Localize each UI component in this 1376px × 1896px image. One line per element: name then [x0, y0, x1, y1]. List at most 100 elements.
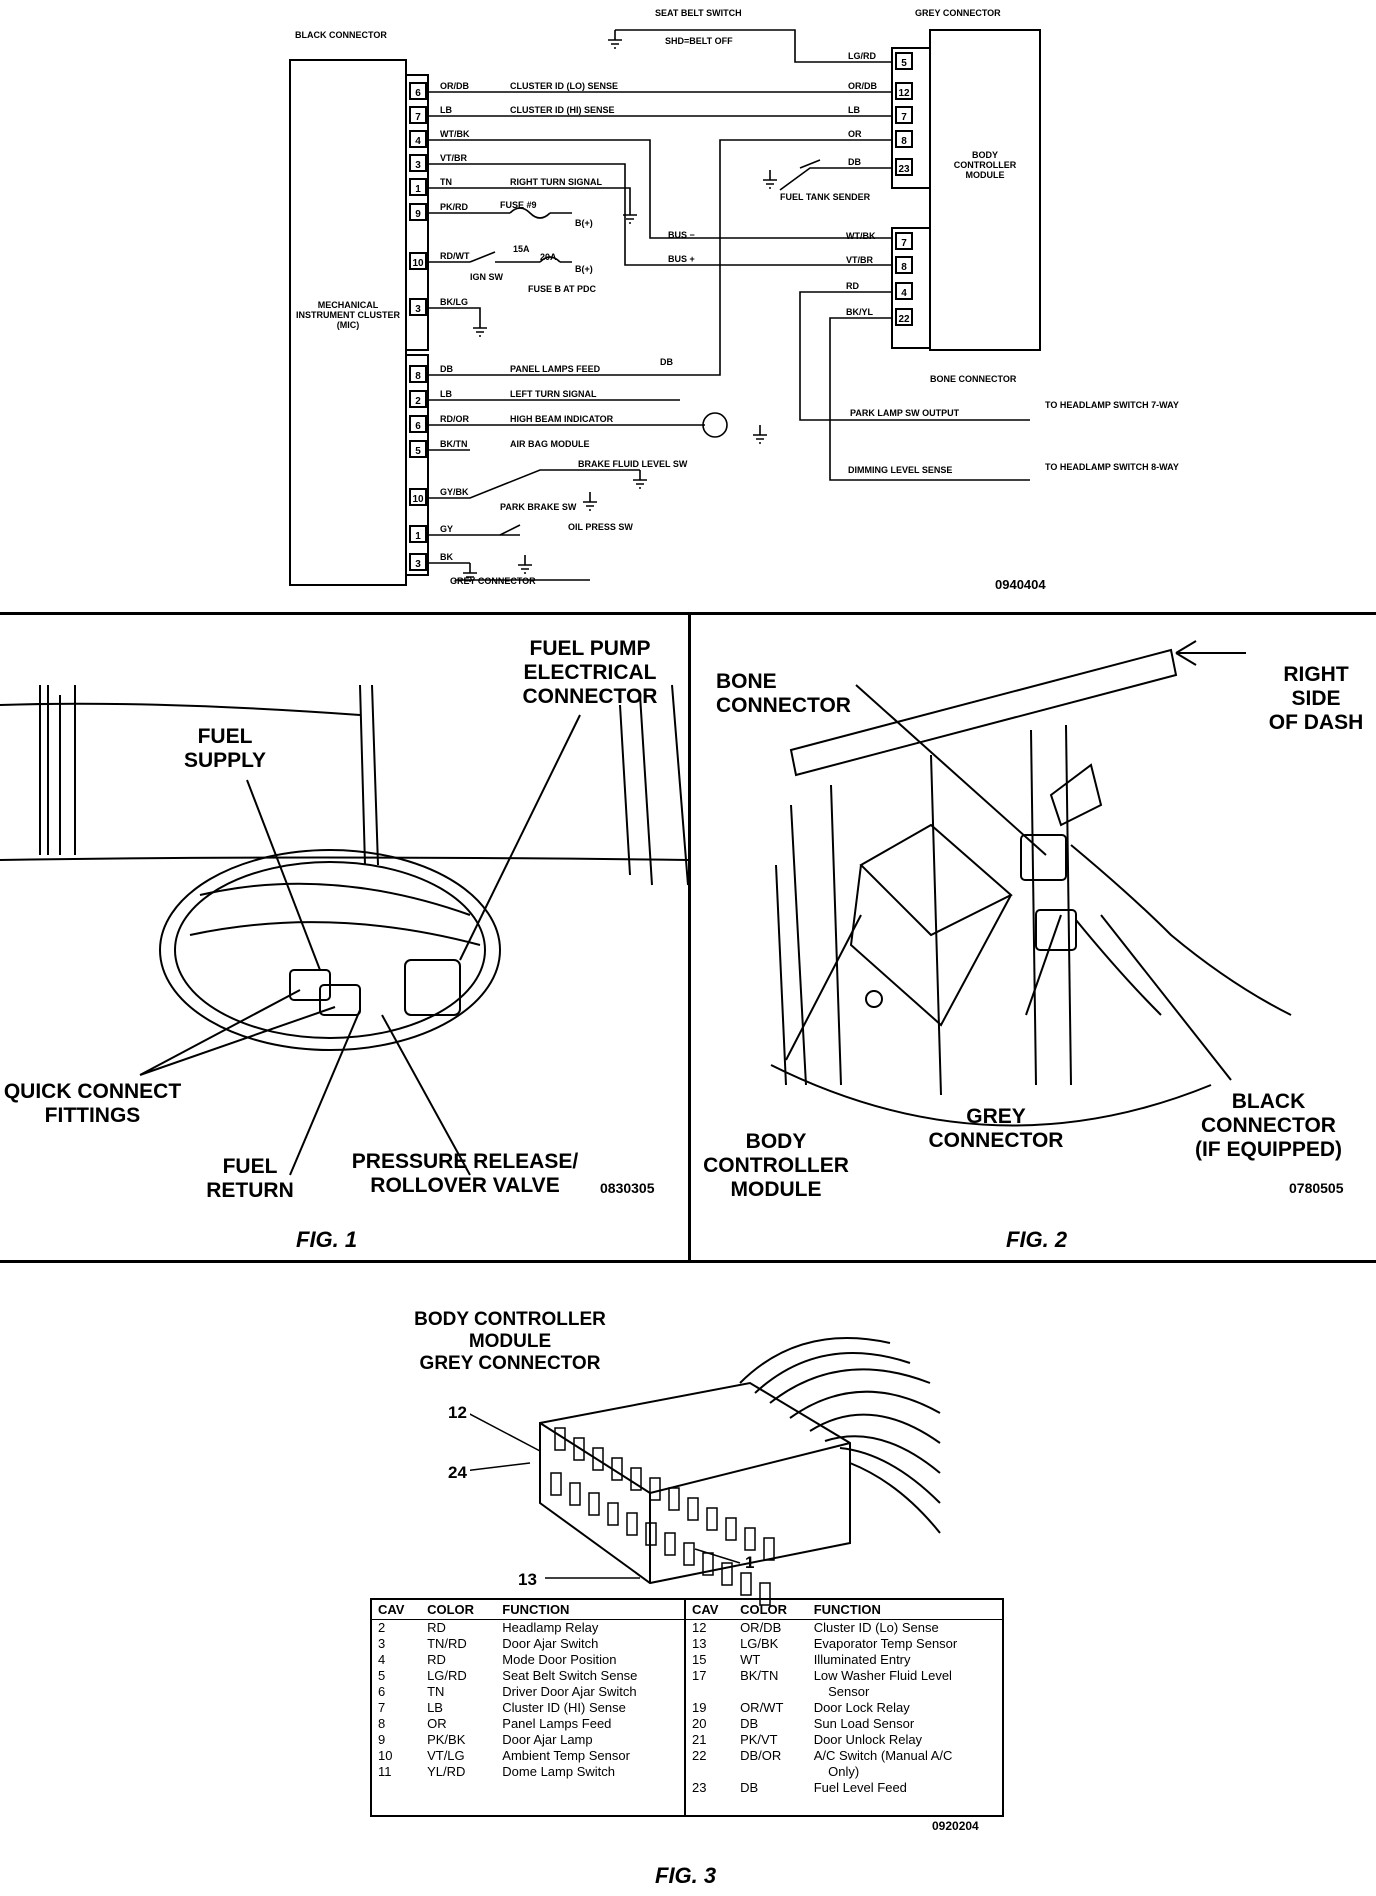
- wire: [428, 139, 892, 376]
- fig2-illustration: [770, 640, 1292, 1127]
- pin-number: 10: [412, 494, 424, 505]
- bus-plus-label: BUS +: [668, 254, 695, 264]
- pin-box: [895, 106, 913, 124]
- wire-color: BK/YL: [846, 307, 874, 317]
- wire-color: LB: [848, 105, 860, 115]
- fuse-b-amp-label: 20A: [540, 252, 557, 262]
- pin-number: 12: [898, 88, 910, 99]
- function-cell: Sun Load Sensor: [813, 1716, 915, 1731]
- wire-color: GY/BK: [440, 487, 469, 497]
- ground-symbol: [583, 492, 597, 511]
- bcm-box: [929, 29, 1041, 351]
- pin-number: 7: [901, 238, 907, 249]
- cavity-bottom: [569, 1482, 581, 1506]
- fig1-code: 0830305: [600, 1180, 655, 1196]
- fuel-return-label: FUEL RETURN: [206, 1155, 294, 1202]
- cavity-top: [725, 1517, 737, 1541]
- battery-plus-2: B(+): [575, 264, 593, 274]
- wire-color: WT/BK: [846, 231, 876, 241]
- cavity-top: [573, 1437, 585, 1461]
- quick-connect-label: QUICK CONNECT FITTINGS: [3, 1080, 182, 1127]
- pin-number: 8: [901, 136, 907, 147]
- pin-number: 6: [415, 421, 421, 432]
- grey-connector-bottom-label: GREY CONNECTOR: [450, 576, 536, 586]
- wire-desc: LEFT TURN SIGNAL: [510, 389, 597, 399]
- color-cell: YL/RD: [427, 1764, 466, 1779]
- cavity-top: [592, 1447, 604, 1471]
- pin-number: 6: [415, 88, 421, 99]
- function-cell: Ambient Temp Sensor: [502, 1748, 630, 1763]
- ign-sw-label: IGN SW: [470, 272, 504, 282]
- color-cell: RD: [427, 1620, 446, 1635]
- ground-symbol: [518, 555, 532, 574]
- cav-cell: 4: [378, 1652, 386, 1667]
- wire: [428, 187, 631, 205]
- bone-connector-label: BONE CONNECTOR: [930, 374, 1017, 384]
- divider-top: [0, 612, 1376, 615]
- function-cell: Seat Belt Switch Sense: [502, 1668, 638, 1683]
- pin-12-label: 12: [448, 1403, 467, 1422]
- pin-number: 4: [415, 136, 421, 147]
- wire-color: BK: [440, 552, 453, 562]
- pin-box: [895, 308, 913, 326]
- cavity-bottom: [721, 1562, 733, 1586]
- fig2: BONE CONNECTOR RIGHT SIDE OF DASH BODY C…: [691, 615, 1376, 1260]
- function-cell: Driver Door Ajar Switch: [502, 1684, 637, 1699]
- function-cell: Illuminated Entry: [813, 1652, 911, 1667]
- wire-color: LB: [440, 389, 452, 399]
- oil-switch-symbol: [499, 524, 521, 536]
- cav-cell: 17: [692, 1668, 707, 1683]
- ground-symbol: [608, 30, 622, 49]
- pin-number: 5: [901, 58, 907, 69]
- wire-color: PK/RD: [440, 202, 469, 212]
- pin-box: [409, 488, 427, 506]
- pin-number: 1: [415, 184, 421, 195]
- wire-desc: RIGHT TURN SIGNAL: [510, 177, 602, 187]
- wire-color: LB: [440, 105, 452, 115]
- schematic-code: 0940404: [995, 577, 1046, 592]
- pin-number: 1: [415, 531, 421, 542]
- to-headlamp-8-label: TO HEADLAMP SWITCH 8-WAY: [1045, 462, 1179, 472]
- cav-cell: 13: [692, 1636, 707, 1651]
- pin-box: [409, 298, 427, 316]
- black-connector-label: BLACK CONNECTOR: [295, 30, 387, 40]
- wire: [829, 317, 1030, 481]
- cavity-top: [649, 1477, 661, 1501]
- cav-cell: 3: [378, 1636, 386, 1651]
- divider-bottom: [0, 1260, 1376, 1263]
- pin-number: 8: [415, 371, 421, 382]
- wire-desc: CLUSTER ID (HI) SENSE: [510, 105, 615, 115]
- color-cell: PK/BK: [427, 1732, 466, 1747]
- color-cell: DB: [740, 1716, 759, 1731]
- wire-desc: HIGH BEAM INDICATOR: [510, 414, 614, 424]
- fig1-illustration: [0, 684, 689, 1176]
- header-function: FUNCTION: [807, 1600, 1002, 1620]
- to-headlamp-7-label: TO HEADLAMP SWITCH 7-WAY: [1045, 400, 1179, 410]
- color-cell: PK/VT: [740, 1732, 778, 1747]
- pin-number: 3: [415, 304, 421, 315]
- wire: [428, 163, 892, 266]
- mic-label: MECHANICAL INSTRUMENT CLUSTER (MIC): [296, 300, 400, 330]
- cav-cell: 6: [378, 1684, 386, 1699]
- seat-belt-switch-label: SEAT BELT SWITCH: [655, 8, 742, 18]
- bone-connector-label: BONE CONNECTOR: [716, 670, 851, 717]
- pin-box: [895, 158, 913, 176]
- function-cell: Mode Door Position: [502, 1652, 617, 1667]
- fuse-b-label: FUSE B AT PDC: [528, 284, 597, 294]
- dimming-label: DIMMING LEVEL SENSE: [848, 465, 952, 475]
- pin-number: 7: [415, 112, 421, 123]
- fig3: BODY CONTROLLER MODULE GREY CONNECTOR 12…: [0, 1263, 1376, 1896]
- pin-number: 23: [898, 164, 910, 175]
- color-cell: DB/OR: [740, 1748, 782, 1763]
- wire-color: RD: [846, 281, 859, 291]
